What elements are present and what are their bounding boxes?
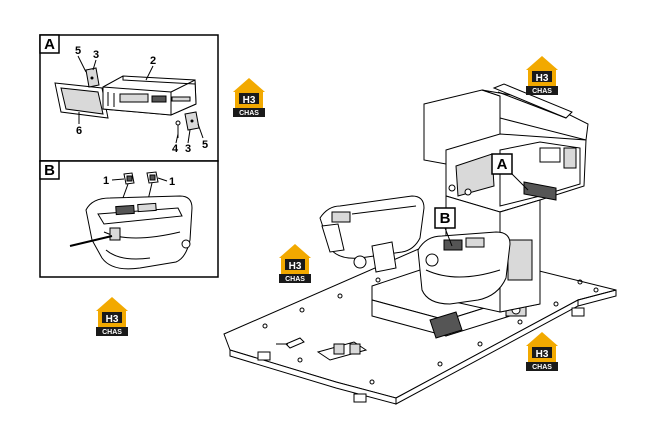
- console-housing-part: [69, 195, 193, 270]
- callout-5-bottom: 5: [202, 139, 208, 151]
- panel-b-letter: B: [44, 162, 55, 179]
- radio-unit-part: [102, 75, 197, 116]
- left-console-part: [319, 195, 425, 273]
- svg-text:CHAS: CHAS: [285, 276, 305, 283]
- floor-brackets: [276, 337, 368, 361]
- callout-box-a: A: [497, 156, 508, 173]
- callout-3-top: 3: [93, 49, 99, 61]
- callout-5-top: 5: [75, 45, 81, 57]
- callout-4: 4: [172, 143, 179, 155]
- svg-text:CHAS: CHAS: [532, 88, 552, 95]
- display-panel-part: [54, 82, 109, 119]
- bracket-part: [85, 67, 100, 88]
- watermark-logo: H3 CHAS: [526, 56, 558, 95]
- svg-text:H3: H3: [289, 261, 302, 272]
- switch-part: [123, 171, 159, 185]
- floor-holes: [262, 277, 599, 385]
- svg-text:H3: H3: [243, 95, 256, 106]
- svg-text:H3: H3: [106, 314, 119, 325]
- svg-text:CHAS: CHAS: [532, 364, 552, 371]
- watermark-logo: H3 CHAS: [96, 297, 128, 336]
- svg-text:H3: H3: [536, 349, 549, 360]
- callout-1-right: 1: [169, 176, 175, 188]
- watermark-logo: H3 CHAS: [526, 332, 558, 371]
- floor-feet: [257, 307, 585, 403]
- callout-6: 6: [76, 125, 82, 137]
- svg-text:CHAS: CHAS: [239, 110, 259, 117]
- watermark-logo: H3 CHAS: [233, 78, 265, 117]
- right-console-part: [417, 231, 511, 305]
- callout-box-b: B: [440, 210, 451, 227]
- callout-1-left: 1: [103, 175, 109, 187]
- detail-panel-b: B 1 1: [39, 160, 219, 278]
- leader-lines-a: [77, 55, 204, 144]
- callout-3-bottom: 3: [185, 143, 191, 155]
- watermark-logo: H3 CHAS: [279, 244, 311, 283]
- svg-text:CHAS: CHAS: [102, 329, 122, 336]
- svg-text:H3: H3: [536, 73, 549, 84]
- cab-floor-assembly: A B: [223, 83, 617, 405]
- callout-2: 2: [150, 55, 156, 67]
- detail-panel-a: A: [39, 34, 219, 162]
- panel-a-letter: A: [44, 36, 55, 53]
- dash-console-part: [423, 83, 589, 313]
